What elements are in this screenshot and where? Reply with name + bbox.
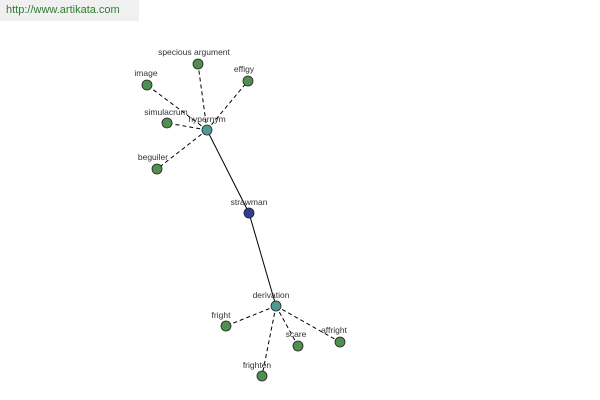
node-label-scare[interactable]: scare — [286, 329, 307, 339]
node-beguiler[interactable]: beguiler — [138, 152, 168, 175]
node-marker-frighten[interactable] — [256, 370, 268, 382]
node-label-specious-argument[interactable]: specious argument — [158, 47, 230, 57]
node-label-affright[interactable]: affright — [321, 325, 347, 335]
edge-derivation-frighten — [261, 305, 277, 377]
node-effigy[interactable]: effigy — [234, 64, 255, 87]
nodes-layer: specious argument image effigy simulacrumhy… — [134, 47, 348, 382]
node-simulacrum[interactable]: simulacrum — [144, 107, 188, 129]
node-derivation[interactable]: derivation — [253, 290, 290, 312]
node-label-beguiler[interactable]: beguiler — [138, 152, 168, 162]
node-marker-image[interactable] — [141, 79, 153, 91]
edge-hypernym-image — [146, 84, 208, 131]
node-marker-strawman[interactable] — [243, 207, 255, 219]
node-scare[interactable]: scare — [286, 329, 307, 352]
node-affright[interactable]: affright — [321, 325, 348, 348]
edge-derivation-scare — [275, 305, 299, 347]
node-frighten[interactable]: frighten — [243, 360, 272, 382]
node-label-hypernym[interactable]: hypernym — [188, 114, 225, 124]
edge-strawman-derivation — [248, 212, 277, 307]
node-label-effigy[interactable]: effigy — [234, 64, 255, 74]
edge-hypernym-strawman — [206, 129, 250, 214]
edge-hypernym-simulacrum — [166, 122, 208, 131]
node-label-image[interactable]: image — [134, 68, 157, 78]
edge-hypernym-effigy — [206, 80, 249, 131]
node-label-strawman[interactable]: strawman — [231, 197, 268, 207]
source-url[interactable]: http://www.artikata.com — [0, 0, 139, 21]
edge-hypernym-beguiler — [156, 129, 208, 170]
node-marker-derivation[interactable] — [270, 300, 282, 312]
node-strawman[interactable]: strawman — [231, 197, 268, 219]
edge-derivation-affright — [275, 305, 341, 343]
node-label-derivation[interactable]: derivation — [253, 290, 290, 300]
node-marker-fright[interactable] — [220, 320, 232, 332]
node-label-simulacrum[interactable]: simulacrum — [144, 107, 187, 117]
node-specious-argument[interactable]: specious argument — [158, 47, 231, 70]
node-hypernym[interactable]: hypernym — [188, 114, 226, 136]
node-marker-scare[interactable] — [292, 340, 304, 352]
node-label-frighten[interactable]: frighten — [243, 360, 272, 370]
node-marker-hypernym[interactable] — [201, 124, 213, 136]
node-marker-simulacrum[interactable] — [161, 117, 173, 129]
edge-derivation-fright — [225, 305, 277, 327]
node-marker-effigy[interactable] — [242, 75, 254, 87]
node-marker-affright[interactable] — [334, 336, 346, 348]
node-label-fright[interactable]: fright — [212, 310, 232, 320]
node-marker-beguiler[interactable] — [151, 163, 163, 175]
node-image[interactable]: image — [134, 68, 158, 91]
edges-layer — [146, 63, 341, 377]
node-marker-specious-argument[interactable] — [192, 58, 204, 70]
node-fright[interactable]: fright — [212, 310, 232, 332]
